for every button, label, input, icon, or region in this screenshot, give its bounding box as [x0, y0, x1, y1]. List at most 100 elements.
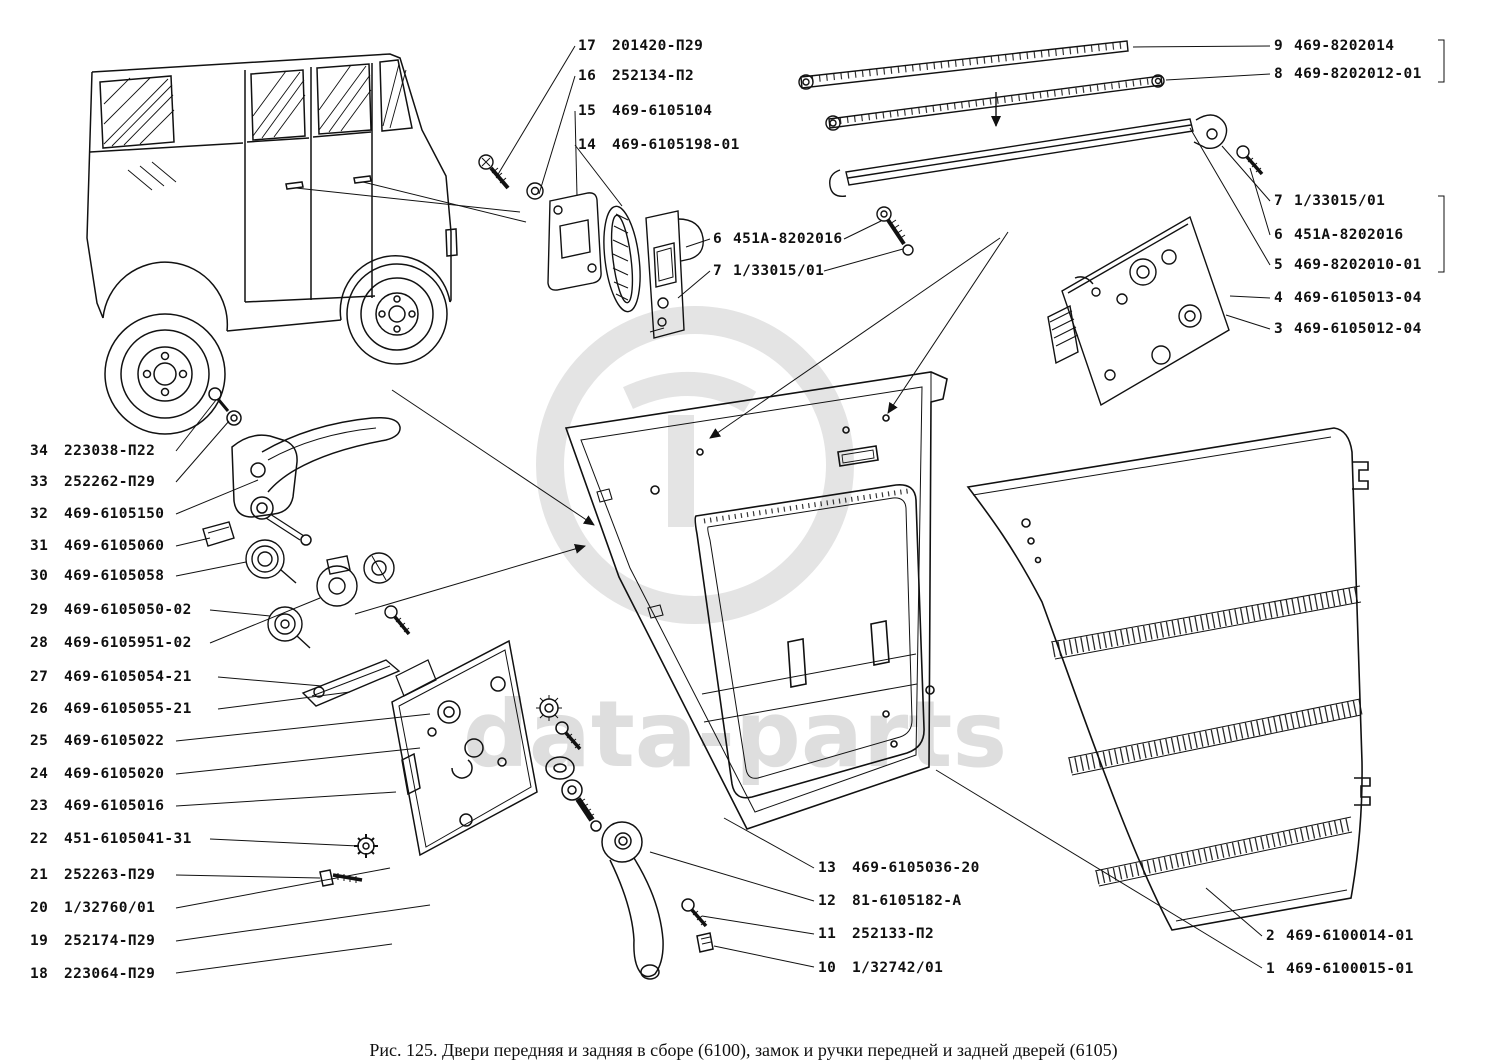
part-label: 26 469-6105055-21 [30, 701, 192, 718]
part-label: 33 252262-П29 [30, 474, 155, 491]
part-code: 469-6105016 [64, 798, 165, 814]
window-crank-drawing [545, 756, 714, 980]
part-number: 19 [30, 933, 49, 949]
part-number: 18 [30, 966, 49, 982]
part-number: 20 [30, 900, 49, 916]
part-number: 6 [1274, 227, 1284, 243]
part-label: 7 1/33015/01 [713, 263, 824, 280]
part-label: 18 223064-П29 [30, 966, 155, 983]
part-number: 34 [30, 443, 49, 459]
door-handle-drawing [208, 387, 401, 546]
part-code: 201420-П29 [612, 38, 704, 54]
part-code: 223064-П29 [64, 966, 156, 982]
part-code: 469-6105150 [64, 506, 165, 522]
part-number: 28 [30, 635, 49, 651]
part-number: 14 [578, 137, 597, 153]
part-label: 7 1/33015/01 [1274, 193, 1385, 210]
part-code: 451А-8202016 [1294, 227, 1404, 243]
part-code: 1/33015/01 [1294, 193, 1386, 209]
part-code: 469-8202012-01 [1294, 66, 1422, 82]
part-number: 30 [30, 568, 49, 584]
part-number: 10 [818, 960, 837, 976]
part-code: 469-6105054-21 [64, 669, 192, 685]
part-code: 469-6105198-01 [612, 137, 740, 153]
part-number: 9 [1274, 38, 1284, 54]
part-number: 11 [818, 926, 837, 942]
part-label: 31 469-6105060 [30, 538, 164, 555]
part-code: 469-6105036-20 [852, 860, 980, 876]
part-number: 4 [1274, 290, 1284, 306]
part-code: 469-6105012-04 [1294, 321, 1422, 337]
part-label: 1 469-6100015-01 [1266, 961, 1414, 978]
part-code: 252133-П2 [852, 926, 935, 942]
part-label: 29 469-6105050-02 [30, 602, 192, 619]
part-code: 469-6105104 [612, 103, 713, 119]
part-label: 15 469-6105104 [578, 103, 712, 120]
inner-door-panel-drawing [564, 371, 948, 830]
part-number: 26 [30, 701, 49, 717]
part-number: 21 [30, 867, 49, 883]
part-number: 24 [30, 766, 49, 782]
part-code: 469-8202010-01 [1294, 257, 1422, 273]
part-code: 252262-П29 [64, 474, 156, 490]
part-label: 6 451А-8202016 [713, 231, 843, 248]
part-number: 1 [1266, 961, 1276, 977]
part-number: 17 [578, 38, 597, 54]
part-number: 29 [30, 602, 49, 618]
part-code: 451-6105041-31 [64, 831, 192, 847]
part-code: 81-6105182-А [852, 893, 962, 909]
part-code: 252263-П29 [64, 867, 156, 883]
part-code: 469-8202014 [1294, 38, 1395, 54]
part-number: 15 [578, 103, 597, 119]
part-label: 6 451А-8202016 [1274, 227, 1404, 244]
part-label: 8 469-8202012-01 [1274, 66, 1422, 83]
part-code: 469-6100015-01 [1286, 961, 1414, 977]
part-number: 13 [818, 860, 837, 876]
part-code: 469-6105055-21 [64, 701, 192, 717]
part-label: 23 469-6105016 [30, 798, 164, 815]
leader-lines [175, 39, 1445, 974]
part-label: 24 469-6105020 [30, 766, 164, 783]
part-code: 451А-8202016 [733, 231, 843, 247]
part-code: 1/32742/01 [852, 960, 944, 976]
part-number: 23 [30, 798, 49, 814]
part-number: 33 [30, 474, 49, 490]
part-label: 17 201420-П29 [578, 38, 703, 55]
part-code: 469-6105050-02 [64, 602, 192, 618]
part-number: 22 [30, 831, 49, 847]
part-code: 469-6105020 [64, 766, 165, 782]
part-number: 7 [1274, 193, 1284, 209]
window-rails-drawing [798, 40, 1264, 256]
lock-mechanism-drawing [319, 639, 582, 887]
part-number: 31 [30, 538, 49, 554]
part-code: 469-6105058 [64, 568, 165, 584]
part-label: 14 469-6105198-01 [578, 137, 740, 154]
part-number: 3 [1274, 321, 1284, 337]
part-label: 22 451-6105041-31 [30, 831, 192, 848]
part-code: 252134-П2 [612, 68, 695, 84]
part-number: 8 [1274, 66, 1284, 82]
part-number: 25 [30, 733, 49, 749]
lock-springs-drawing [202, 521, 411, 707]
lock-plate-drawing [1047, 215, 1230, 407]
part-number: 6 [713, 231, 723, 247]
part-code: 1/33015/01 [733, 263, 825, 279]
part-number: 7 [713, 263, 723, 279]
part-number: 2 [1266, 928, 1276, 944]
part-label: 3 469-6105012-04 [1274, 321, 1422, 338]
watermark: data-parts [463, 306, 1007, 788]
part-code: 469-6105060 [64, 538, 165, 554]
part-label: 30 469-6105058 [30, 568, 164, 585]
